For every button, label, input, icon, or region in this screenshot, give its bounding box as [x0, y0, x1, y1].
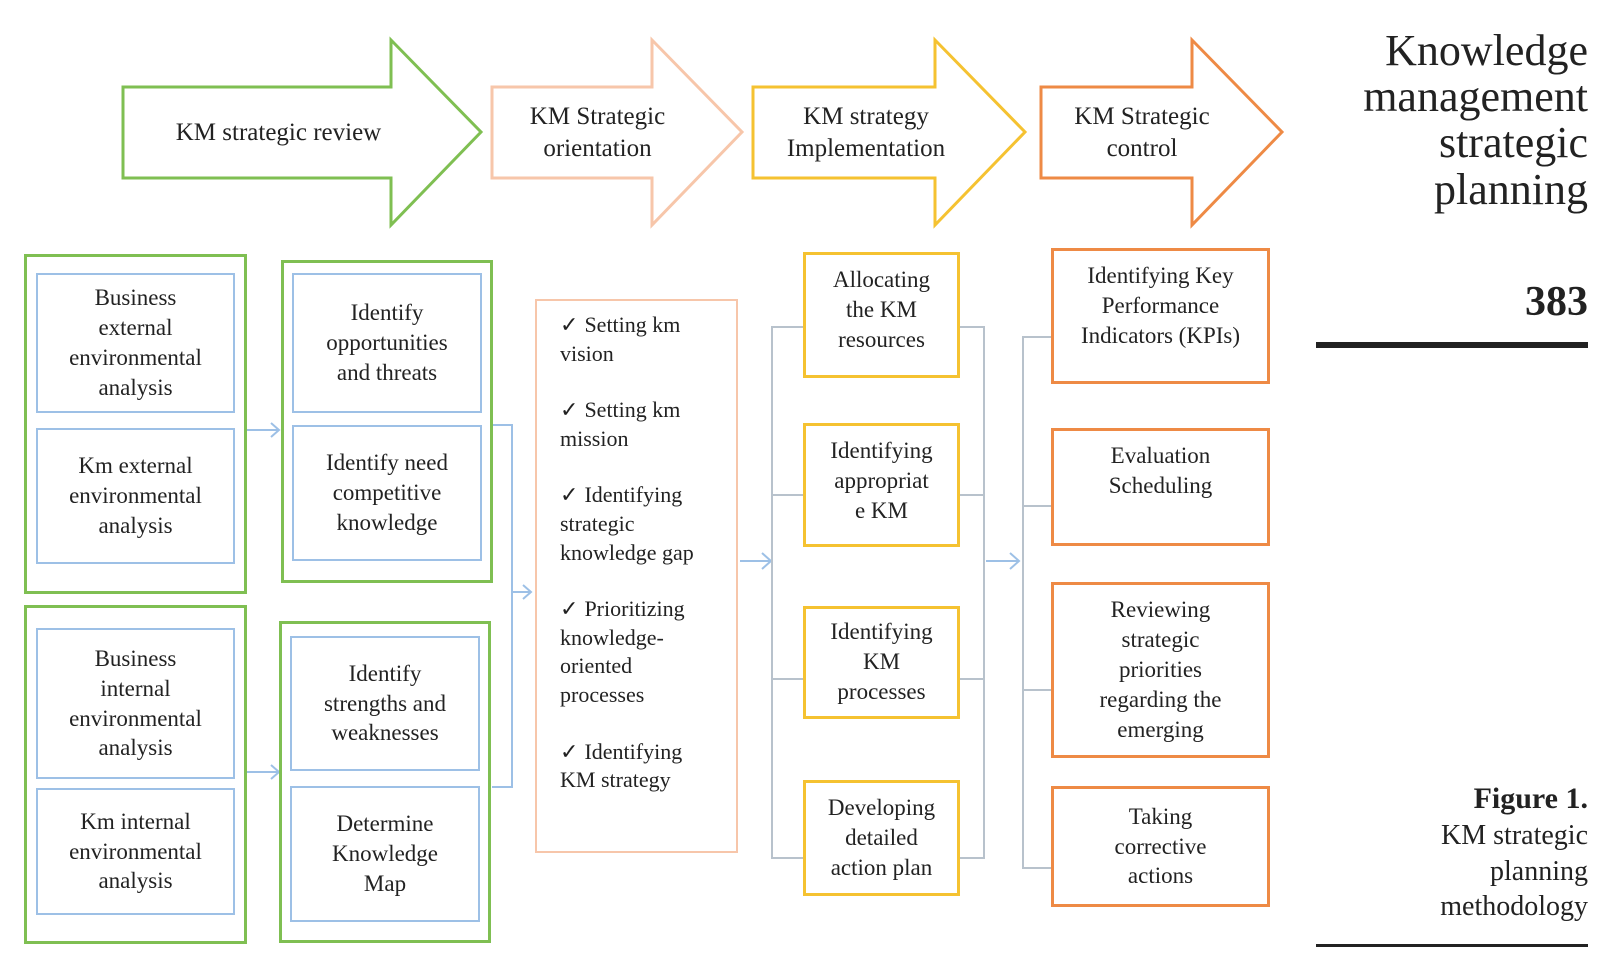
control-bracket-left [1022, 336, 1051, 869]
check-icon: ✓ [560, 596, 579, 622]
orientation-item: ✓Setting km mission [560, 397, 681, 451]
orientation-item: ✓Setting km vision [560, 312, 681, 366]
sidebar-rule-top [1316, 342, 1588, 348]
page-number: 383 [1525, 279, 1588, 325]
determine-knowledge-map: Determine Knowledge Map [290, 786, 480, 922]
stage-arrow-implementation [751, 36, 1028, 229]
control-item-3: Reviewing strategic priorities regarding… [1051, 582, 1270, 758]
sidebar-title: Knowledge management strategic planning [1363, 26, 1588, 214]
stage-arrow-review [121, 36, 484, 229]
identify-strengths-weaknesses: Identify strengths and weaknesses [290, 636, 480, 771]
check-icon: ✓ [560, 738, 579, 764]
identify-opportunities-threats: Identify opportunities and threats [292, 273, 482, 413]
orientation-item: ✓Prioritizing knowledge- oriented proces… [560, 596, 685, 707]
implementation-bracket-right [960, 326, 985, 859]
orientation-box: ✓Setting km vision ✓Setting km mission ✓… [535, 299, 738, 853]
check-icon: ✓ [560, 312, 579, 337]
implementation-item-1: Allocating the KM resources [803, 252, 960, 378]
arrowhead-external [270, 422, 281, 438]
km-external-analysis: Km external environmental analysis [36, 428, 235, 564]
orientation-item: ✓Identifying KM strategy [560, 738, 683, 793]
orientation-item: ✓Identifying strategic knowledge gap [560, 482, 694, 565]
stage-arrow-orientation [490, 36, 745, 229]
implementation-item-2: Identifying appropriat e KM [803, 423, 960, 547]
business-external-analysis: Business external environmental analysis [36, 273, 235, 413]
check-icon: ✓ [560, 482, 579, 508]
check-icon: ✓ [560, 397, 579, 423]
stage-label-control: KM Strategic control [1074, 103, 1210, 162]
control-item-4: Taking corrective actions [1051, 786, 1270, 907]
figure-label: Figure 1. [1473, 782, 1588, 815]
stage-arrow-control [1039, 36, 1285, 229]
internal-outcomes-group [279, 621, 491, 943]
arrowhead-to-orientation [522, 584, 533, 600]
orientation-list: ✓Setting km vision ✓Setting km mission ✓… [560, 311, 728, 795]
connector-outcomes-bracket [492, 424, 513, 788]
implementation-item-3: Identifying KM processes [803, 606, 960, 719]
internal-analysis-group [24, 605, 247, 944]
arrowhead-to-control [1009, 552, 1021, 570]
stage-label-review: KM strategic review [175, 118, 382, 146]
control-item-2: Evaluation Scheduling [1051, 428, 1270, 546]
business-internal-analysis: Business internal environmental analysis [36, 628, 235, 779]
implementation-bracket-left [771, 326, 803, 859]
control-item-1: Identifying Key Performance Indicators (… [1051, 248, 1270, 384]
stage-label-orientation: KM Strategic orientation [529, 103, 666, 162]
identify-competitive-knowledge: Identify need competitive knowledge [292, 425, 482, 561]
stage-label-implementation: KM strategy Implementation [786, 103, 946, 162]
sidebar-rule-bottom [1316, 944, 1588, 947]
km-internal-analysis: Km internal environmental analysis [36, 788, 235, 915]
external-analysis-group [24, 254, 247, 594]
implementation-item-4: Developing detailed action plan [803, 780, 960, 896]
external-outcomes-group [281, 260, 493, 583]
figure-caption: KM strategic planning methodology [1440, 820, 1588, 923]
